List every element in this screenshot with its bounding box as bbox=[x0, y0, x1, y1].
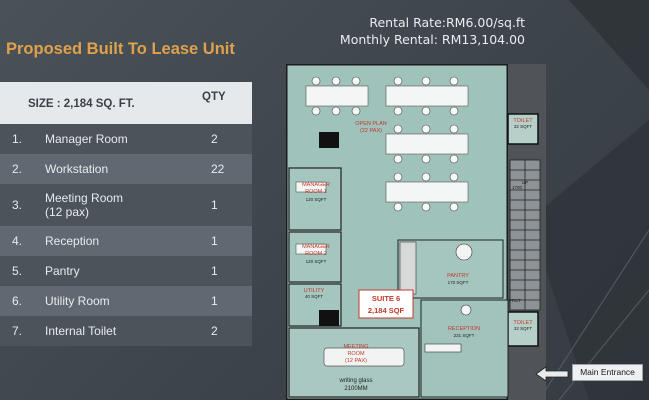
row-name: Utility Room bbox=[45, 294, 110, 308]
row-number: 1. bbox=[12, 132, 23, 146]
row-number: 7. bbox=[12, 324, 23, 338]
stair-up-label: UP bbox=[522, 180, 528, 185]
manager-room-2-label-2: ROOM 2 bbox=[305, 251, 327, 257]
manager-room-2 bbox=[288, 231, 342, 283]
row-name: Workstation bbox=[45, 162, 109, 176]
utility-label: UTILITY bbox=[304, 288, 325, 294]
pantry-counter bbox=[399, 241, 417, 295]
toilet-room bbox=[507, 113, 539, 145]
staircase bbox=[509, 159, 541, 311]
manager-room-2-label: MANAGER bbox=[302, 244, 330, 250]
toilet-area: 32 SQFT bbox=[514, 124, 533, 129]
manager-desk bbox=[295, 243, 327, 255]
pantry-table bbox=[455, 243, 473, 261]
column bbox=[319, 310, 339, 326]
meeting-table bbox=[323, 347, 405, 367]
row-number: 5. bbox=[12, 264, 23, 278]
column bbox=[319, 132, 339, 148]
meeting-room-pax: (12 PAX) bbox=[345, 358, 367, 364]
reception-area-label: 231 SQFT bbox=[454, 333, 475, 338]
row-qty: 1 bbox=[211, 294, 218, 308]
row-qty: 1 bbox=[211, 198, 218, 212]
manager-desk bbox=[295, 181, 327, 193]
meeting-room-label: MEETING bbox=[343, 344, 368, 350]
row-name: Internal Toilet bbox=[45, 324, 117, 338]
row-qty: 1 bbox=[211, 234, 218, 248]
manager-room-1-label: MANAGER bbox=[302, 182, 330, 188]
row-number: 6. bbox=[12, 294, 23, 308]
open-plan-pax: (22 PAX) bbox=[360, 128, 382, 134]
row-qty: 2 bbox=[211, 324, 218, 338]
monthly-rental: Monthly Rental: RM13,104.00 bbox=[339, 32, 525, 47]
row-qty: 22 bbox=[211, 162, 225, 176]
unit-table: SIZE : 2,184 SQ. FT. QTY 1. Manager Room… bbox=[0, 82, 252, 346]
pantry-label: PANTRY bbox=[447, 273, 469, 279]
row-name: Meeting Room (12 pax) bbox=[45, 191, 124, 219]
entrance-arrow-icon bbox=[535, 366, 569, 382]
table-row: 3. Meeting Room (12 pax) 1 bbox=[0, 184, 252, 226]
row-qty: 2 bbox=[211, 132, 218, 146]
table-row: 7. Internal Toilet 2 bbox=[0, 316, 252, 346]
row-name: Reception bbox=[45, 234, 100, 248]
project-label: PRCT bbox=[509, 298, 522, 303]
manager-room-2-area: 120 SQFT bbox=[306, 259, 327, 264]
toilet-2-area: 32 SQFT bbox=[514, 326, 533, 331]
row-number: 4. bbox=[12, 234, 23, 248]
reception-counter bbox=[424, 343, 462, 353]
row-number: 3. bbox=[12, 198, 23, 212]
table-row: 4. Reception 1 bbox=[0, 226, 252, 256]
table-row: 6. Utility Room 1 bbox=[0, 286, 252, 316]
table-row: 2. Workstation 22 bbox=[0, 154, 252, 184]
qty-header: QTY bbox=[202, 91, 226, 103]
manager-room-1-area: 120 SQFT bbox=[306, 197, 327, 202]
table-row: 5. Pantry 1 bbox=[0, 256, 252, 286]
utility-area: 40 SQFT bbox=[305, 294, 324, 299]
size-header: SIZE : 2,184 SQ. FT. bbox=[28, 98, 135, 110]
suite-label: SUITE 6 bbox=[372, 294, 400, 303]
toilet-label: TOILET bbox=[513, 118, 533, 124]
row-number: 2. bbox=[12, 162, 23, 176]
manager-room-1-label-2: ROOM 1 bbox=[305, 189, 327, 195]
page-title: Proposed Built To Lease Unit bbox=[6, 40, 235, 58]
suite-area: 2,184 SQF bbox=[368, 306, 405, 315]
pantry-area-label: 170 SQFT bbox=[448, 280, 469, 285]
manager-room-1 bbox=[288, 167, 342, 231]
toilet-room-2 bbox=[507, 311, 539, 347]
reception-table bbox=[460, 304, 472, 316]
open-plan-label: OPEN PLAN bbox=[355, 121, 387, 127]
row-qty: 1 bbox=[211, 264, 218, 278]
glass-size: 2100MM bbox=[344, 386, 367, 392]
suite-label-box bbox=[358, 289, 414, 319]
meeting-room-label-2: ROOM bbox=[347, 351, 365, 357]
floor-plan: OPEN PLAN (22 PAX) MANAGER ROOM 1 MANAGE… bbox=[286, 64, 546, 400]
main-entrance-label: Main Entrance bbox=[572, 364, 643, 381]
decorative-background-shapes bbox=[529, 0, 649, 400]
glass-note: writing glass bbox=[338, 378, 372, 384]
stair-number: 1700 bbox=[512, 185, 523, 190]
workstation-desks bbox=[305, 85, 469, 203]
chairs bbox=[311, 76, 459, 212]
table-header: SIZE : 2,184 SQ. FT. QTY bbox=[0, 82, 252, 124]
toilet-2-label: TOILET bbox=[513, 320, 533, 326]
rental-info: Rental Rate:RM6.00/sq.ft Monthly Rental:… bbox=[340, 14, 525, 48]
row-name: Manager Room bbox=[45, 132, 128, 146]
table-row: 1. Manager Room 2 bbox=[0, 124, 252, 154]
reception-label: RECEPTION bbox=[448, 326, 480, 332]
rental-rate: Rental Rate:RM6.00/sq.ft bbox=[369, 15, 525, 30]
row-name: Pantry bbox=[45, 264, 80, 278]
